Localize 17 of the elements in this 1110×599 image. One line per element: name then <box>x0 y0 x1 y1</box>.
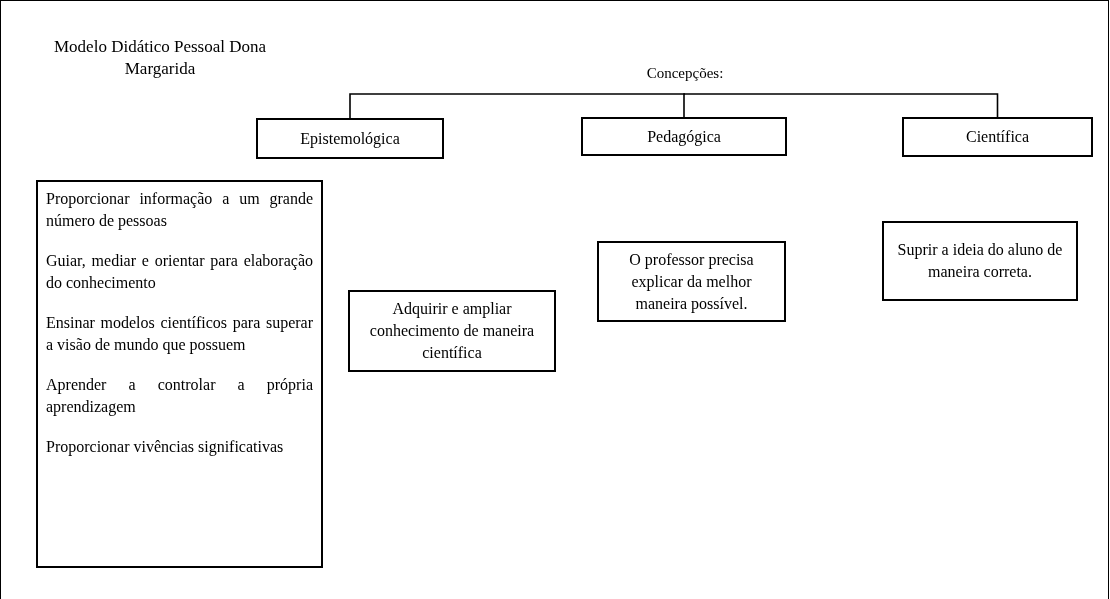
list-item-text: Proporcionar vivências significativas <box>46 437 285 458</box>
diagram-title: Modelo Didático Pessoal Dona Margarida <box>53 36 267 80</box>
concept-box: Pedagógica <box>581 117 787 156</box>
list-item-text: Ensinar modelos científicos para superar a visão de mundo que possuem <box>46 313 313 356</box>
list-item-text: Aprender a controlar a própria aprendizagem <box>46 375 313 418</box>
concept-box: Epistemológica <box>256 118 444 159</box>
connector-line <box>349 93 686 119</box>
heading-text: Concepções: <box>600 62 770 85</box>
connector-line <box>683 93 686 118</box>
text-box <box>36 180 323 568</box>
concept-box: Suprir a ideia do aluno de maneira correta. <box>882 221 1078 301</box>
list-item-text: Guiar, mediar e orientar para elaboração do conhecimento <box>46 251 313 293</box>
connector-line <box>684 93 999 118</box>
concept-box: O professor precisa explicar da melhor maneira possível. <box>597 241 786 322</box>
concept-box: Científica <box>902 117 1093 157</box>
concept-box: Adquirir e ampliar conhecimento de maneira científica <box>348 290 556 372</box>
list-item-text: Proporcionar informação a um grande número de pessoas <box>46 189 313 232</box>
